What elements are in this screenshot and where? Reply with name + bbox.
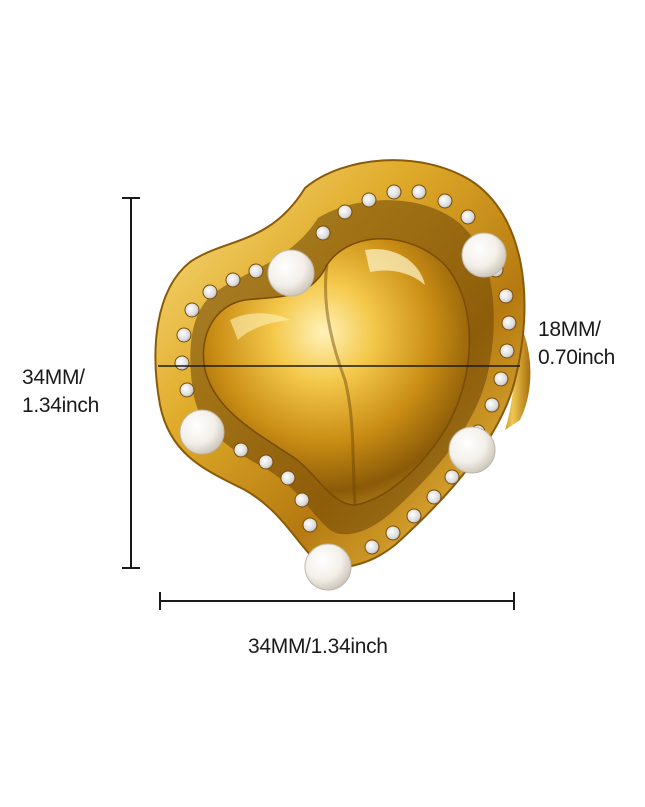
heart-center: [202, 238, 471, 506]
height-label: 34MM/ 1.34inch: [22, 364, 99, 420]
height-dimension-line: [122, 197, 140, 569]
height-label-line1: 34MM/: [22, 366, 85, 389]
pearls: [179, 232, 507, 591]
depth-label: 18MM/ 0.70inch: [538, 316, 615, 372]
depth-label-line1: 18MM/: [538, 318, 601, 341]
depth-label-line2: 0.70inch: [538, 346, 615, 369]
dimension-lines: [122, 197, 520, 610]
rhinestones: [174, 184, 517, 555]
width-dimension-line: [159, 592, 515, 610]
width-label: 34MM/1.34inch: [248, 635, 388, 658]
height-label-line2: 1.34inch: [22, 394, 99, 417]
